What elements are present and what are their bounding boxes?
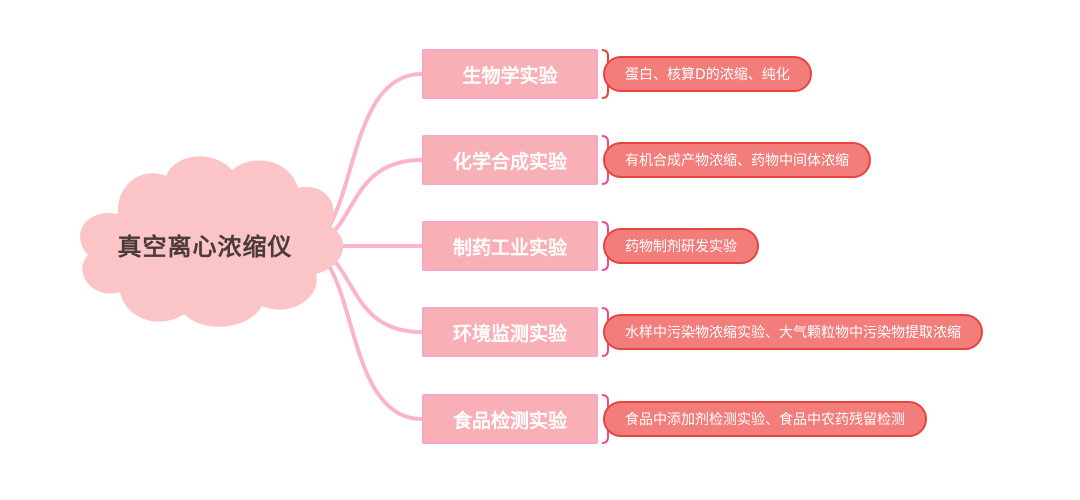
- leaf-label: 水样中污染物浓缩实验、大气颗粒物中污染物提取浓缩: [625, 325, 961, 341]
- branch-label: 制药工业实验: [452, 236, 567, 259]
- branch-chemical-synthesis[interactable]: 化学合成实验: [422, 135, 598, 185]
- root-cloud-shape: [80, 156, 344, 327]
- root-label: 真空离心浓缩仪: [117, 232, 293, 261]
- leaf-pharma-detail[interactable]: 药物制剂研发实验: [603, 228, 759, 264]
- leaf-label: 药物制剂研发实验: [625, 239, 737, 255]
- branch-label: 生物学实验: [462, 64, 558, 87]
- branch-environment-monitoring[interactable]: 环境监测实验: [422, 307, 598, 357]
- branch-pharma-industry[interactable]: 制药工业实验: [422, 221, 598, 271]
- branch-label: 环境监测实验: [452, 322, 567, 345]
- leaf-label: 食品中添加剂检测实验、食品中农药残留检测: [625, 412, 905, 428]
- root-node[interactable]: 真空离心浓缩仪: [70, 222, 340, 266]
- branch-label: 食品检测实验: [452, 409, 567, 432]
- leaf-biology-detail[interactable]: 蛋白、核算D的浓缩、纯化: [603, 56, 812, 92]
- leaf-label: 蛋白、核算D的浓缩、纯化: [625, 67, 790, 83]
- leaf-chemical-detail[interactable]: 有机合成产物浓缩、药物中间体浓缩: [603, 142, 871, 178]
- leaf-food-detail[interactable]: 食品中添加剂检测实验、食品中农药残留检测: [603, 401, 927, 437]
- leaf-environment-detail[interactable]: 水样中污染物浓缩实验、大气颗粒物中污染物提取浓缩: [603, 314, 983, 350]
- leaf-label: 有机合成产物浓缩、药物中间体浓缩: [625, 153, 849, 169]
- branch-biology[interactable]: 生物学实验: [422, 49, 598, 99]
- branch-food-testing[interactable]: 食品检测实验: [422, 394, 598, 444]
- branch-label: 化学合成实验: [452, 150, 567, 173]
